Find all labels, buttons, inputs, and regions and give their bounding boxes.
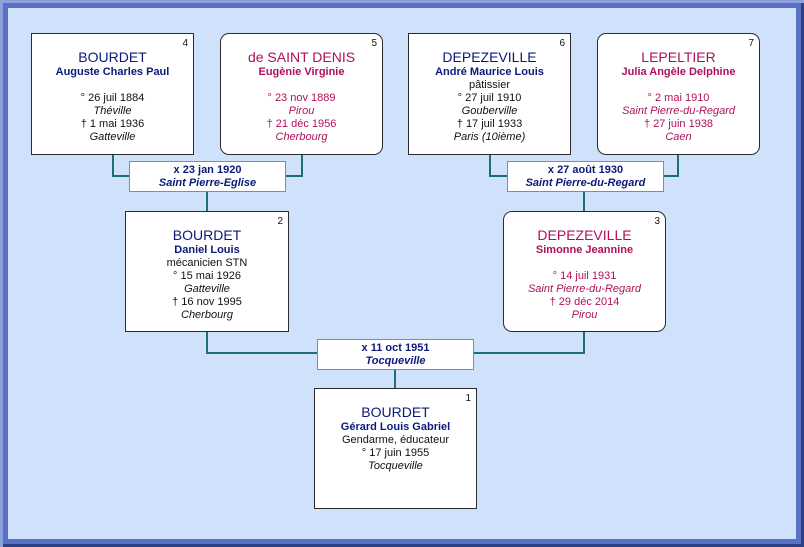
death-date: † 17 juil 1933 bbox=[456, 118, 523, 130]
connector-line bbox=[301, 154, 303, 176]
connector-line bbox=[206, 331, 208, 354]
occupation: pâtissier bbox=[469, 79, 510, 91]
death-date: † 16 nov 1995 bbox=[172, 296, 242, 308]
death-date: † 29 déc 2014 bbox=[549, 296, 620, 308]
birth-date: ° 17 juin 1955 bbox=[361, 447, 430, 459]
given-names: Gérard Louis Gabriel bbox=[340, 421, 451, 433]
surname: DEPEZEVILLE bbox=[537, 227, 632, 243]
marriage-box-4-5[interactable]: x 23 jan 1920 Saint Pierre-Eglise bbox=[129, 161, 286, 192]
surname: de SAINT DENIS bbox=[247, 49, 356, 65]
marriage-date: x 11 oct 1951 bbox=[361, 342, 430, 354]
death-place: Caen bbox=[665, 131, 692, 143]
birth-date: ° 23 nov 1889 bbox=[267, 92, 336, 104]
birth-place: Théville bbox=[93, 105, 132, 117]
occupation: mécanicien STN bbox=[166, 257, 248, 269]
death-place: Gatteville bbox=[89, 131, 136, 143]
birth-place: Saint Pierre-du-Regard bbox=[621, 105, 736, 117]
connector-line bbox=[206, 352, 318, 354]
person-card-1[interactable]: 1 BOURDET Gérard Louis Gabriel Gendarme,… bbox=[314, 388, 477, 509]
person-card-5[interactable]: 5 de SAINT DENIS Eugènie Virginie ° 23 n… bbox=[220, 33, 383, 155]
person-card-4[interactable]: 4 BOURDET Auguste Charles Paul ° 26 juil… bbox=[31, 33, 194, 155]
given-names: Simonne Jeannine bbox=[535, 244, 634, 256]
connector-line bbox=[394, 369, 396, 388]
sosa-number: 1 bbox=[465, 393, 471, 404]
connector-line bbox=[112, 154, 114, 176]
connector-line bbox=[489, 175, 507, 177]
marriage-place: Saint Pierre-du-Regard bbox=[525, 177, 646, 189]
sosa-number: 5 bbox=[371, 38, 377, 49]
birth-date: ° 15 mai 1926 bbox=[173, 270, 241, 282]
death-date: † 27 juin 1938 bbox=[643, 118, 714, 130]
marriage-date: x 27 août 1930 bbox=[547, 164, 624, 176]
death-place: Cherbourg bbox=[181, 309, 233, 321]
birth-place: Gouberville bbox=[461, 105, 518, 117]
birth-place: Pirou bbox=[288, 105, 315, 117]
birth-date: ° 2 mai 1910 bbox=[647, 92, 710, 104]
sosa-number: 2 bbox=[277, 216, 283, 227]
person-card-6[interactable]: 6 DEPEZEVILLE André Maurice Louis pâtiss… bbox=[408, 33, 571, 155]
birth-date: ° 14 juil 1931 bbox=[552, 270, 617, 282]
death-place: Pirou bbox=[571, 309, 598, 321]
connector-line bbox=[206, 191, 208, 211]
sosa-number: 7 bbox=[748, 38, 754, 49]
connector-line bbox=[285, 175, 303, 177]
death-place: Cherbourg bbox=[275, 131, 328, 143]
given-names: Auguste Charles Paul bbox=[55, 66, 170, 78]
person-card-3[interactable]: 3 DEPEZEVILLE Simonne Jeannine ° 14 juil… bbox=[503, 211, 666, 332]
birth-date: ° 26 juil 1884 bbox=[80, 92, 145, 104]
death-date: † 21 déc 1956 bbox=[266, 118, 337, 130]
person-card-2[interactable]: 2 BOURDET Daniel Louis mécanicien STN ° … bbox=[125, 211, 289, 332]
connector-line bbox=[677, 154, 679, 176]
connector-line bbox=[663, 175, 679, 177]
birth-place: Tocqueville bbox=[368, 460, 423, 472]
death-date: † 1 mai 1936 bbox=[80, 118, 145, 130]
connector-line bbox=[583, 191, 585, 211]
connector-line bbox=[583, 331, 585, 354]
surname: BOURDET bbox=[172, 227, 242, 243]
marriage-box-2-3[interactable]: x 11 oct 1951 Tocqueville bbox=[317, 339, 474, 370]
birth-place: Saint Pierre-du-Regard bbox=[527, 283, 642, 295]
given-names: André Maurice Louis bbox=[435, 66, 544, 78]
sosa-number: 3 bbox=[654, 216, 660, 227]
given-names: Daniel Louis bbox=[174, 244, 240, 256]
birth-place: Gatteville bbox=[184, 283, 230, 295]
surname: DEPEZEVILLE bbox=[442, 49, 537, 65]
surname: BOURDET bbox=[78, 49, 147, 65]
connector-line bbox=[489, 154, 491, 176]
sosa-number: 6 bbox=[559, 38, 565, 49]
surname: LEPELTIER bbox=[641, 49, 716, 65]
marriage-date: x 23 jan 1920 bbox=[173, 164, 242, 176]
surname: BOURDET bbox=[361, 404, 430, 420]
connector-line bbox=[112, 175, 130, 177]
given-names: Julia Angèle Delphine bbox=[621, 66, 736, 78]
given-names: Eugènie Virginie bbox=[258, 66, 345, 78]
marriage-place: Saint Pierre-Eglise bbox=[158, 177, 257, 189]
death-place: Paris (10ième) bbox=[453, 131, 526, 143]
person-card-7[interactable]: 7 LEPELTIER Julia Angèle Delphine ° 2 ma… bbox=[597, 33, 760, 155]
occupation: Gendarme, éducateur bbox=[341, 434, 449, 446]
marriage-place: Tocqueville bbox=[365, 355, 426, 367]
sosa-number: 4 bbox=[182, 38, 188, 49]
marriage-box-6-7[interactable]: x 27 août 1930 Saint Pierre-du-Regard bbox=[507, 161, 664, 192]
birth-date: ° 27 juil 1910 bbox=[457, 92, 522, 104]
connector-line bbox=[473, 352, 585, 354]
